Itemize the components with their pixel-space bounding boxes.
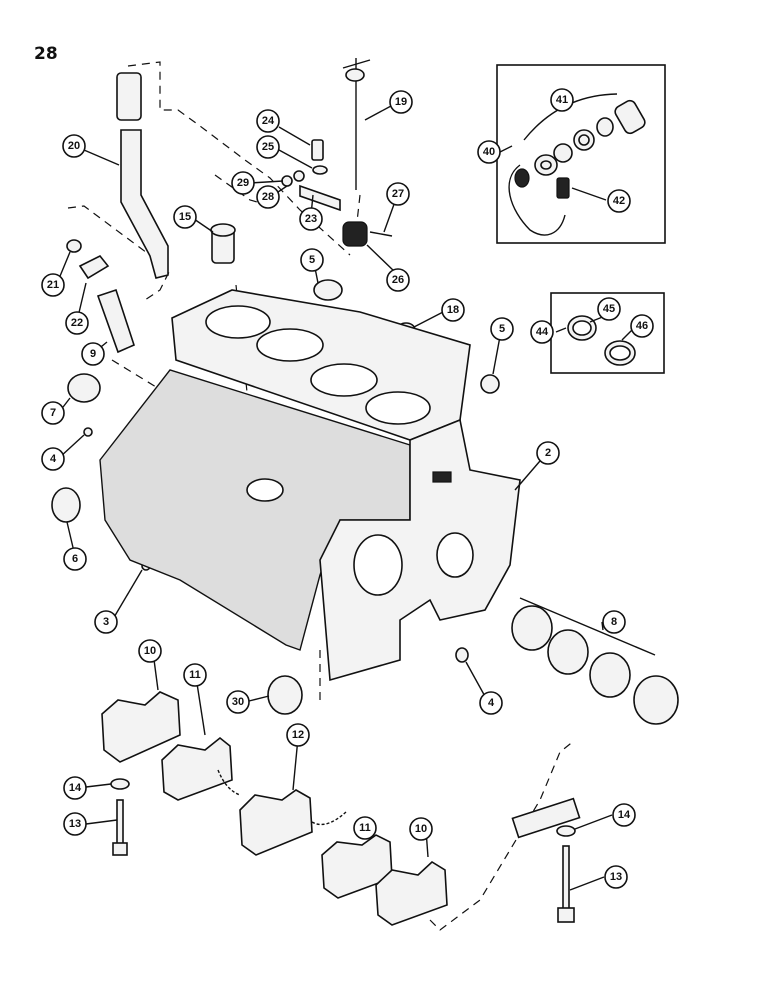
- svg-text:45: 45: [603, 303, 615, 315]
- camshaft-bushings: [511, 597, 679, 725]
- callout-23: 23: [299, 207, 323, 231]
- svg-text:6: 6: [72, 553, 78, 565]
- svg-text:20: 20: [68, 140, 80, 152]
- callout-13-right: 13: [604, 865, 628, 889]
- inset-box-cylinder-sleeves: [550, 292, 665, 374]
- svg-text:13: 13: [610, 871, 622, 883]
- callout-3: 3: [94, 610, 118, 634]
- callout-41: 41: [550, 88, 574, 112]
- callout-27: 27: [386, 182, 410, 206]
- callout-12: 12: [286, 723, 310, 747]
- thrust-washers: [217, 769, 347, 826]
- callout-11-right: 11: [353, 816, 377, 840]
- callout-24: 24: [256, 109, 280, 133]
- callout-13-left: 13: [63, 812, 87, 836]
- callout-21: 21: [41, 273, 65, 297]
- callout-4-left: 4: [41, 447, 65, 471]
- callout-26: 26: [386, 268, 410, 292]
- small-parts-left: [51, 239, 151, 571]
- oil-pressure-sender: [210, 223, 236, 264]
- callout-5-right: 5: [490, 317, 514, 341]
- callout-9: 9: [81, 342, 105, 366]
- svg-text:18: 18: [447, 304, 459, 316]
- svg-text:11: 11: [359, 822, 371, 834]
- svg-text:10: 10: [144, 645, 156, 657]
- callout-30: 30: [226, 690, 250, 714]
- svg-text:46: 46: [636, 320, 648, 332]
- svg-text:4: 4: [50, 453, 57, 465]
- svg-text:2: 2: [545, 447, 551, 459]
- main-bearing-caps: [101, 691, 581, 926]
- callout-22: 22: [65, 311, 89, 335]
- svg-text:10: 10: [415, 823, 427, 835]
- oil-filler-tube: [116, 72, 169, 279]
- callout-28: 28: [256, 185, 280, 209]
- callout-25: 25: [256, 135, 280, 159]
- callout-8: 8: [602, 610, 626, 634]
- svg-text:8: 8: [611, 616, 617, 628]
- callout-19: 19: [389, 90, 413, 114]
- callout-bubbles: 20 19 24 25 29 28 23 27 15 26 21 22 5 18…: [41, 88, 654, 889]
- callout-5-top: 5: [300, 248, 324, 272]
- callout-11-left: 11: [183, 663, 207, 687]
- svg-text:4: 4: [488, 697, 495, 709]
- page-number: 28: [34, 44, 58, 64]
- svg-text:5: 5: [499, 323, 505, 335]
- callout-46: 46: [630, 314, 654, 338]
- callout-7: 7: [41, 401, 65, 425]
- svg-text:27: 27: [392, 188, 404, 200]
- svg-text:30: 30: [232, 696, 244, 708]
- callout-10-right: 10: [409, 817, 433, 841]
- svg-text:14: 14: [69, 782, 82, 794]
- svg-text:13: 13: [69, 818, 81, 830]
- svg-text:23: 23: [305, 213, 317, 225]
- callout-14-right: 14: [612, 803, 636, 827]
- svg-text:29: 29: [237, 177, 249, 189]
- callout-2: 2: [536, 441, 560, 465]
- dipstick: [342, 58, 371, 190]
- svg-text:44: 44: [536, 326, 549, 338]
- svg-text:40: 40: [483, 146, 495, 158]
- svg-text:42: 42: [613, 195, 625, 207]
- callout-42: 42: [607, 189, 631, 213]
- callout-20: 20: [62, 134, 86, 158]
- callout-15: 15: [173, 205, 197, 229]
- callout-14-left: 14: [63, 776, 87, 800]
- svg-text:28: 28: [262, 191, 274, 203]
- callout-44: 44: [530, 320, 554, 344]
- svg-text:5: 5: [309, 254, 315, 266]
- svg-text:21: 21: [47, 279, 59, 291]
- svg-text:25: 25: [262, 141, 274, 153]
- svg-text:24: 24: [262, 115, 275, 127]
- svg-text:19: 19: [395, 96, 407, 108]
- callout-45: 45: [597, 297, 621, 321]
- inset-box-heater-kit: [496, 64, 666, 244]
- svg-text:7: 7: [50, 407, 56, 419]
- callout-18: 18: [441, 298, 465, 322]
- svg-text:15: 15: [179, 211, 191, 223]
- callout-4-right: 4: [479, 691, 503, 715]
- svg-text:22: 22: [71, 317, 83, 329]
- svg-text:3: 3: [103, 616, 109, 628]
- engine-block: [99, 289, 521, 682]
- bracket-assembly: [281, 139, 393, 247]
- svg-text:14: 14: [618, 809, 631, 821]
- callout-6: 6: [63, 547, 87, 571]
- svg-text:9: 9: [90, 348, 96, 360]
- svg-text:11: 11: [189, 669, 201, 681]
- bolts-and-washers: [110, 778, 576, 923]
- svg-text:12: 12: [292, 729, 304, 741]
- callout-10-left: 10: [138, 639, 162, 663]
- callout-40: 40: [477, 140, 501, 164]
- svg-text:26: 26: [392, 274, 404, 286]
- svg-text:41: 41: [556, 94, 568, 106]
- callout-29: 29: [231, 171, 255, 195]
